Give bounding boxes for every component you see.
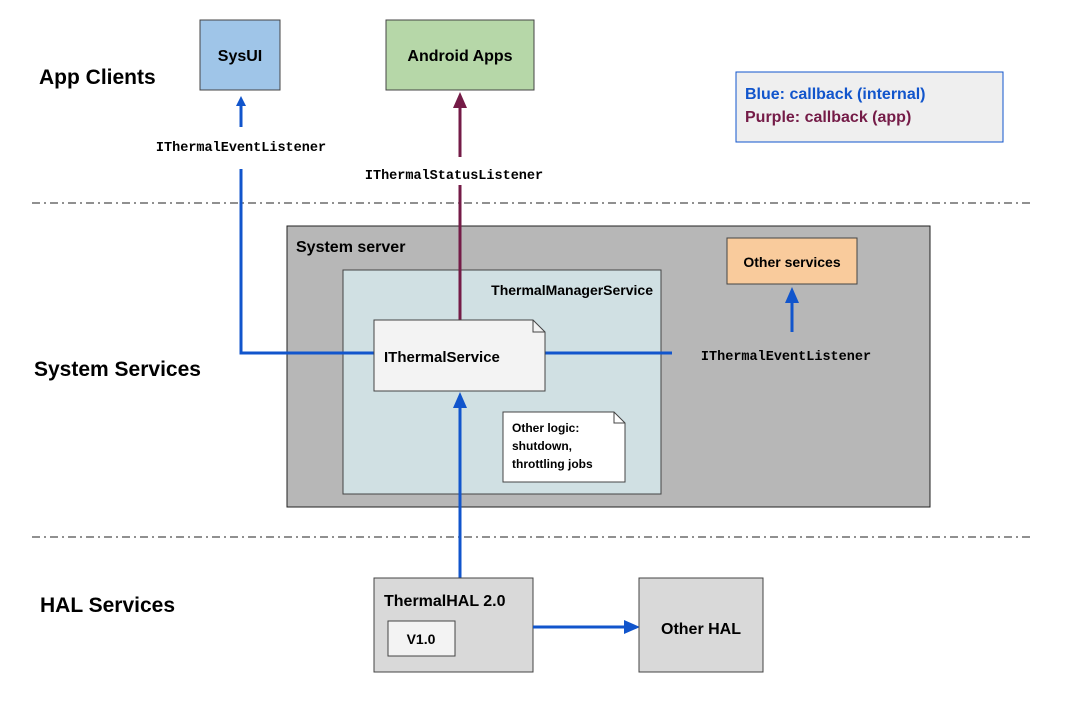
ithermal-service-fold [532, 320, 545, 333]
sysui-event-listener-label: IThermalEventListener [156, 141, 326, 156]
v1-label: V1.0 [407, 631, 436, 647]
hal-to-other-hal-arrow-head [624, 620, 640, 634]
services-event-listener-label: IThermalEventListener [701, 350, 871, 365]
other-logic-fold [613, 412, 625, 424]
other-logic-box [502, 411, 626, 483]
sysui-label: SysUI [218, 48, 262, 65]
layer-label-app-clients: App Clients [39, 66, 156, 89]
layer-label-hal-services: HAL Services [40, 594, 175, 617]
ithermal-service-label: IThermalService [384, 349, 500, 366]
apps-status-listener-label: IThermalStatusListener [365, 169, 543, 184]
other-logic-line-1: Other logic: [512, 421, 579, 435]
other-hal-box [638, 577, 764, 673]
legend-purple-text: Purple: callback (app) [745, 109, 911, 126]
other-logic-line-2: shutdown, [512, 439, 572, 453]
other-logic-line-3: throttling jobs [512, 457, 593, 471]
layer-label-system-services: System Services [34, 358, 201, 381]
sysui-event-listener-line [239, 169, 374, 355]
android-apps-label: Android Apps [407, 48, 512, 65]
thermal-manager-service-label: ThermalManagerService [491, 282, 653, 298]
sysui-box [199, 19, 281, 91]
v1-box [387, 620, 456, 657]
system-server-label: System server [296, 239, 405, 256]
ithermal-service-box [373, 319, 546, 392]
thermal-hal-label: ThermalHAL 2.0 [384, 593, 506, 610]
legend-box [735, 71, 1004, 143]
other-services-label: Other services [743, 254, 840, 270]
other-services-box [726, 237, 858, 285]
android-apps-box [385, 19, 535, 91]
other-hal-label: Other HAL [661, 621, 741, 638]
legend-blue-text: Blue: callback (internal) [745, 86, 926, 103]
hal-to-service-arrow-head [453, 392, 467, 408]
apps-arrow-head [453, 92, 467, 108]
other-services-arrow-head [785, 287, 799, 303]
